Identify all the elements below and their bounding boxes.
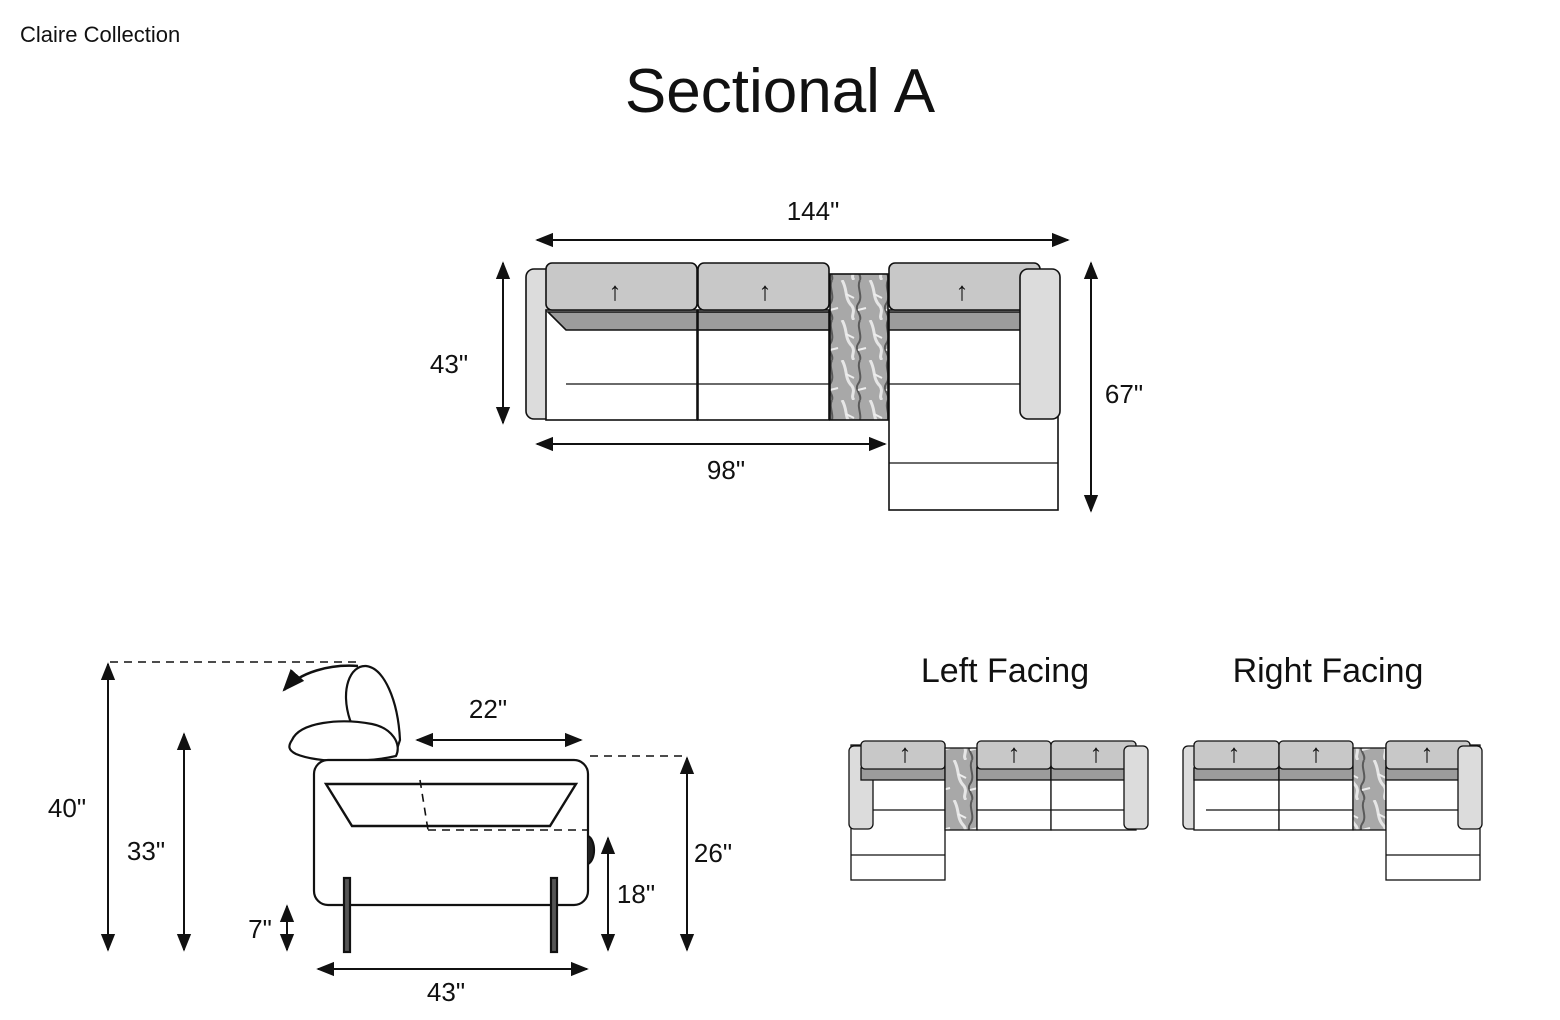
dim-seat-depth: 22" bbox=[469, 694, 507, 724]
recline-arrow-icon bbox=[282, 664, 359, 692]
page-title: Sectional A bbox=[624, 57, 936, 126]
side-view-guides bbox=[110, 661, 688, 831]
dim-depth: 43" bbox=[430, 349, 468, 379]
dim-arm-height: 26" bbox=[694, 838, 732, 868]
right-facing-label: Right Facing bbox=[1232, 652, 1424, 690]
orientation-arrow-icon: ↑ bbox=[1090, 738, 1103, 768]
right-facing-plan bbox=[1182, 740, 1483, 881]
dim-headrest-height: 40" bbox=[48, 793, 86, 823]
brand-name: Claire Collection bbox=[20, 22, 181, 47]
dim-overall-depth: 43" bbox=[427, 977, 465, 1007]
dim-total-width: 144" bbox=[787, 196, 840, 226]
dim-seat-height: 18" bbox=[617, 879, 655, 909]
orientation-arrow-icon: ↑ bbox=[956, 276, 969, 306]
rear-leg bbox=[549, 876, 559, 954]
orientation-arrow-icon: ↑ bbox=[759, 276, 772, 306]
front-leg bbox=[342, 876, 352, 954]
left-facing-label: Left Facing bbox=[920, 652, 1090, 690]
top-view-plan bbox=[525, 262, 1061, 511]
right-arm bbox=[1019, 268, 1061, 420]
dim-leg-height: 7" bbox=[248, 914, 272, 944]
orientation-arrow-icon: ↑ bbox=[609, 276, 622, 306]
side-view-profile bbox=[288, 664, 596, 954]
side-view-dimension-lines bbox=[100, 662, 695, 977]
back-cushion-2 bbox=[697, 262, 830, 311]
orientation-arrow-icon: ↑ bbox=[1008, 738, 1021, 768]
orientation-arrow-icon: ↑ bbox=[1421, 738, 1434, 768]
sofa-body bbox=[312, 758, 590, 907]
back-cushion-1 bbox=[545, 262, 698, 311]
orientation-arrow-icon: ↑ bbox=[899, 738, 912, 768]
top-view-dimension-lines bbox=[495, 232, 1099, 513]
dim-chaise-depth: 67" bbox=[1105, 379, 1143, 409]
marble-console bbox=[829, 273, 889, 421]
orientation-arrow-icon: ↑ bbox=[1228, 738, 1241, 768]
dim-back-height: 33" bbox=[127, 836, 165, 866]
orientation-arrow-icon: ↑ bbox=[1310, 738, 1323, 768]
left-facing-plan bbox=[848, 740, 1149, 881]
dim-sofa-width: 98" bbox=[707, 455, 745, 485]
headrest-down bbox=[288, 720, 399, 763]
